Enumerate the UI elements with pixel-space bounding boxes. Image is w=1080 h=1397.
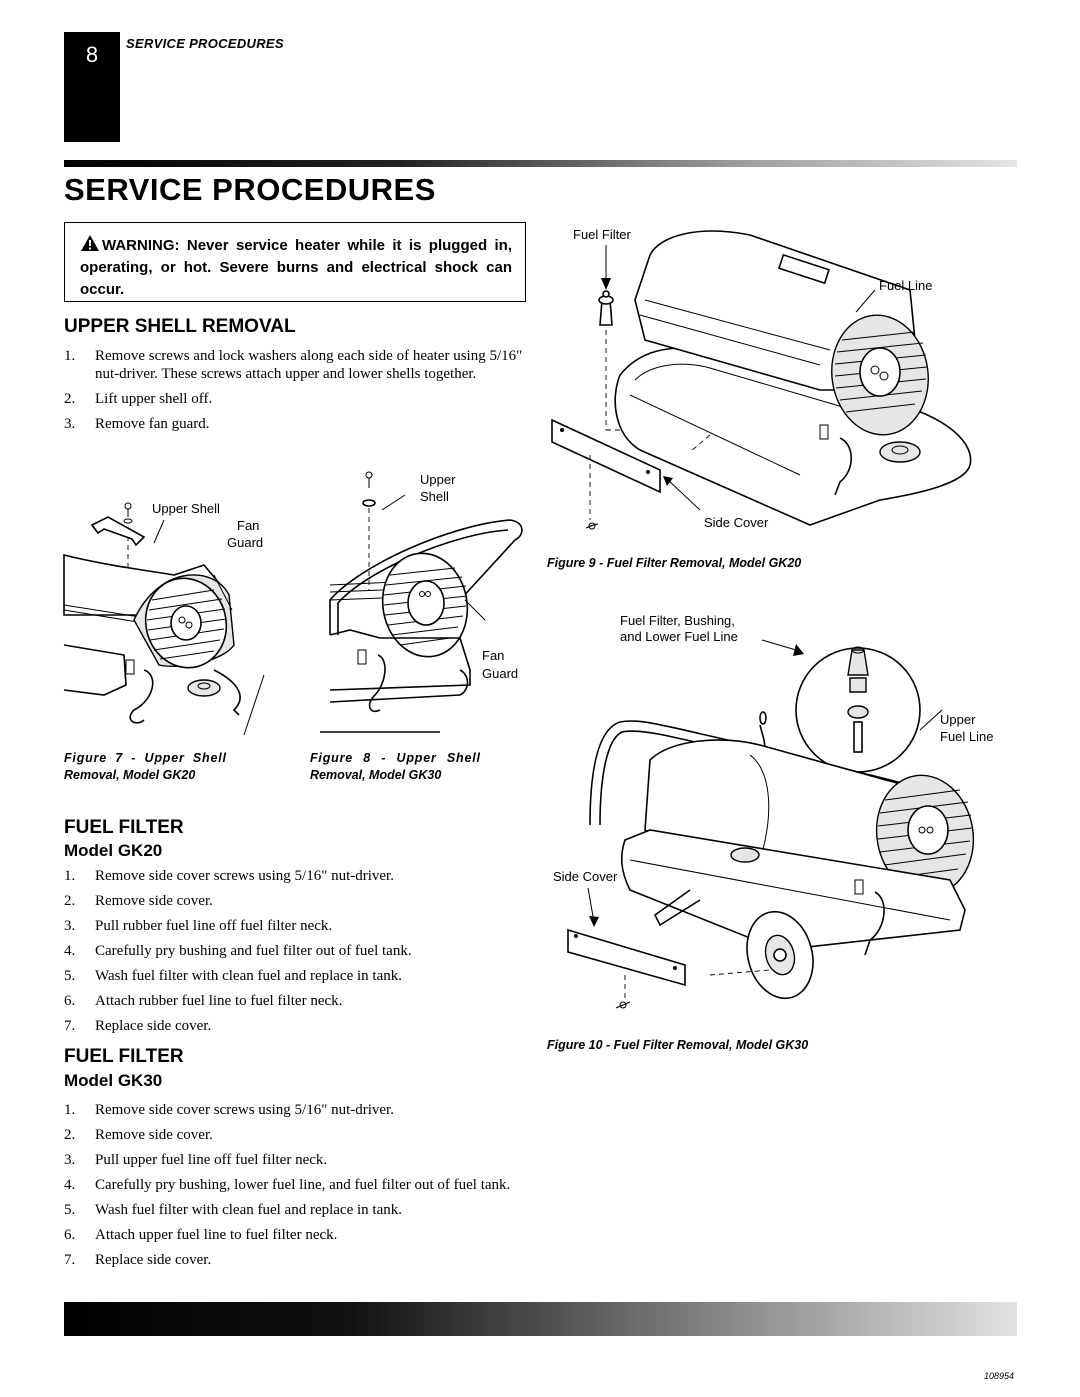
step-item: 2. Lift upper shell off. [64,390,528,408]
step-text: Lift upper shell off. [95,391,213,407]
figure-7-caption-line2: Removal, Model GK20 [64,768,196,782]
fig8-label-fan: Fan [482,648,505,663]
step-number: 3. [64,918,76,934]
footer-gradient-bar [64,1302,1017,1336]
step-number: 6. [64,993,76,1009]
step-number: 5. [64,1202,76,1218]
warning-box [64,222,526,302]
step-text: Replace side cover. [95,1252,212,1268]
fig8-label-upper: Upper [420,472,456,487]
step-number: 1. [64,348,76,364]
fig10-label-filter-line1: Fuel Filter, Bushing, [620,613,735,628]
step-number: 4. [64,943,76,959]
figure-7-caption: Figure 7 - Upper Shell Removal, Model GK… [64,750,269,784]
step-item: 4. Carefully pry bushing and fuel filter … [64,942,528,960]
step-item: 3. Pull rubber fuel line off fuel filter … [64,917,528,935]
step-item: 3. Pull upper fuel line off fuel filter n… [64,1151,528,1169]
step-item: 6. Attach upper fuel line to fuel filter … [64,1226,528,1244]
step-number: 1. [64,1102,76,1118]
fuel-filter-gk20-steps: 1. Remove side cover screws using 5/16" n… [64,867,528,1042]
step-text: Remove side cover. [95,893,213,909]
upper-shell-steps: 1. Remove screws and lock washers along e… [64,347,528,440]
warning-text: WARNING: Never service heater while it i… [80,237,512,298]
step-number: 2. [64,1127,76,1143]
step-text: Carefully pry bushing and fuel filter ou… [95,943,412,959]
fuel-filter-gk30-steps: 1. Remove side cover screws using 5/16" n… [64,1101,528,1276]
step-item: 1. Remove side cover screws using 5/16" n… [64,1101,528,1119]
fig10-label-side-cover: Side Cover [553,869,618,884]
page-number: 8 [85,42,99,67]
page-number-tab [64,32,120,142]
step-item: 6. Attach rubber fuel line to fuel filter… [64,992,528,1010]
step-item: 5. Wash fuel filter with clean fuel and r… [64,1201,528,1219]
figure-8-caption-line1: Figure 8 - Upper Shell [310,751,481,765]
fig10-label-filter-line2: and Lower Fuel Line [620,629,738,644]
step-item: 7. Replace side cover. [64,1017,528,1035]
step-text: Remove side cover screws using 5/16" nut… [95,1102,394,1118]
figure-10-illustration [567,639,975,1009]
figure-8-caption: Figure 8 - Upper Shell Removal, Model GK… [310,750,528,784]
warning-triangle-icon [81,235,99,251]
figure-7-illustration [63,502,265,736]
header-gradient-bar [64,160,1017,167]
step-item: 2. Remove side cover. [64,892,528,910]
step-number: 2. [64,893,76,909]
fig10-label-upper: Upper [940,712,976,727]
figure-9-illustration [551,230,972,530]
step-text: Remove side cover screws using 5/16" nut… [95,868,394,884]
figure-8-caption-line2: Removal, Model GK30 [310,768,442,782]
figure-7-caption-line1: Figure 7 - Upper Shell [64,751,227,765]
step-item: 1. Remove side cover screws using 5/16" n… [64,867,528,885]
step-item: 4. Carefully pry bushing, lower fuel line… [64,1176,528,1194]
step-text: Remove side cover. [95,1127,213,1143]
page-title: SERVICE PROCEDURES [64,172,436,207]
step-text: Attach upper fuel line to fuel filter ne… [95,1227,338,1243]
fig7-label-guard: Guard [227,535,264,550]
step-number: 7. [64,1252,76,1268]
figure-10-caption: Figure 10 - Fuel Filter Removal, Model G… [547,1038,809,1052]
step-number: 4. [64,1177,76,1193]
figure-9-caption: Figure 9 - Fuel Filter Removal, Model GK… [547,556,802,570]
fig9-label-fuel-filter: Fuel Filter [573,227,631,242]
section-heading-fuel-filter-gk20: FUEL FILTER [64,817,184,838]
step-text: Pull rubber fuel line off fuel filter ne… [95,918,333,934]
step-item: 2. Remove side cover. [64,1126,528,1144]
section-heading-upper-shell: UPPER SHELL REMOVAL [64,316,296,337]
step-text: Pull upper fuel line off fuel filter nec… [95,1152,328,1168]
running-head: SERVICE PROCEDURES [126,36,284,51]
fig10-label-fuel-line: Fuel Line [940,729,994,744]
step-number: 3. [64,1152,76,1168]
subheading-model-gk20: Model GK20 [64,841,163,860]
step-number: 1. [64,868,76,884]
step-text: Carefully pry bushing, lower fuel line, … [95,1177,511,1193]
fig8-label-guard: Guard [482,666,519,681]
step-number: 7. [64,1018,76,1034]
fig8-label-shell: Shell [420,489,449,504]
fig9-label-side-cover: Side Cover [704,515,769,530]
step-item: 5. Wash fuel filter with clean fuel and r… [64,967,528,985]
section-heading-fuel-filter-gk30: FUEL FILTER [64,1046,184,1067]
warning-text-block: WARNING: Never service heater while it i… [80,234,512,301]
step-text: Remove screws and lock washers along eac… [95,348,523,382]
step-item: 7. Replace side cover. [64,1251,528,1269]
fig9-label-fuel-line: Fuel Line [879,278,933,293]
step-text: Wash fuel filter with clean fuel and rep… [95,968,402,984]
step-text: Wash fuel filter with clean fuel and rep… [95,1202,402,1218]
fig7-label-upper-shell: Upper Shell [152,501,220,516]
document-code: 108954 [984,1371,1015,1381]
step-number: 5. [64,968,76,984]
step-text: Attach rubber fuel line to fuel filter n… [95,993,343,1009]
step-number: 2. [64,391,76,407]
step-item: 3. Remove fan guard. [64,415,528,433]
fig7-label-fan: Fan [237,518,260,533]
subheading-model-gk30: Model GK30 [64,1071,163,1090]
step-text: Replace side cover. [95,1018,212,1034]
step-number: 3. [64,416,76,432]
step-number: 6. [64,1227,76,1243]
step-item: 1. Remove screws and lock washers along e… [64,347,528,383]
figure-8-illustration [320,471,523,733]
step-text: Remove fan guard. [95,416,210,432]
